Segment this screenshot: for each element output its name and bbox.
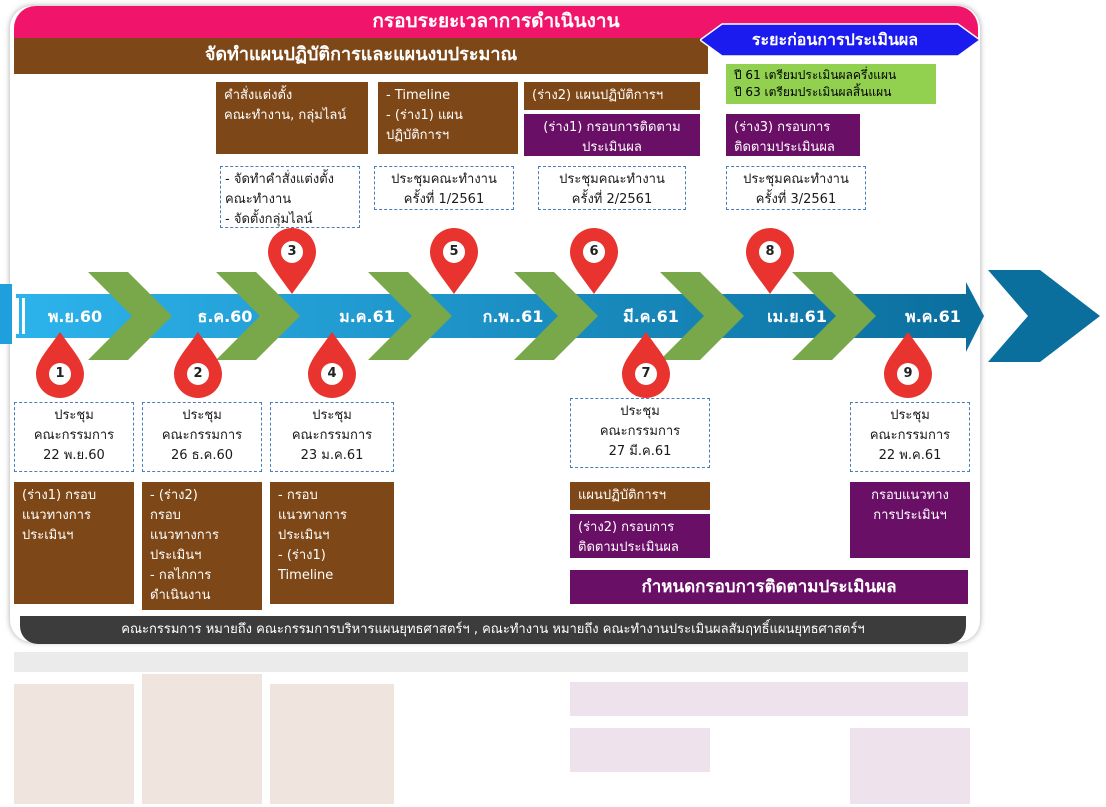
chevrons bbox=[88, 272, 876, 360]
timeline-band bbox=[0, 270, 1100, 362]
plan-bar: จัดทำแผนปฏิบัติการและแผนงบประมาณ bbox=[14, 38, 708, 74]
meeting-2-box: ประชุม คณะกรรมการ 26 ธ.ค.60 bbox=[142, 402, 262, 472]
month-mar61: มี.ค.61 bbox=[623, 307, 679, 326]
pin-3-number: 3 bbox=[281, 241, 303, 263]
pin-1-number: 1 bbox=[49, 363, 71, 385]
define-monitoring-framework: กำหนดกรอบการติดตามประเมินผล bbox=[570, 570, 968, 604]
meeting-9-box: ประชุม คณะกรรมการ 22 พ.ค.61 bbox=[850, 402, 970, 472]
draft1-guideline-box: (ร่าง1) กรอบ แนวทางการ ประเมินฯ bbox=[14, 482, 134, 604]
pin-5-number: 5 bbox=[443, 241, 465, 263]
action-plan-box: แผนปฏิบัติการฯ bbox=[570, 482, 710, 510]
meeting-3-box: - จัดทำคำสั่งแต่งตั้ง คณะทำงาน - จัดตั้ง… bbox=[220, 166, 360, 228]
pin-2-number: 2 bbox=[187, 363, 209, 385]
order-box: คำสั่งแต่งตั้ง คณะทำงาน, กลุ่มไลน์ bbox=[216, 82, 368, 154]
draft2-guideline-box: - (ร่าง2) กรอบ แนวทางการ ประเมินฯ - กลไก… bbox=[142, 482, 262, 610]
month-feb61: ก.พ..61 bbox=[482, 307, 544, 326]
meeting-7-box: ประชุม คณะกรรมการ 27 มี.ค.61 bbox=[570, 398, 710, 468]
pin-8-number: 8 bbox=[759, 241, 781, 263]
green-note: ปี 61 เตรียมประเมินผลครึ่งแผน ปี 63 เตรี… bbox=[726, 64, 936, 104]
pre-evaluation-arrow bbox=[700, 23, 980, 57]
pin-7-number: 7 bbox=[635, 363, 657, 385]
draft3-framework-box: (ร่าง3) กรอบการ ติดตามประเมินผล bbox=[726, 114, 860, 156]
footer-note: คณะกรรมการ หมายถึง คณะกรรมการบริหารแผนยุ… bbox=[20, 616, 966, 644]
month-apr61: เม.ย.61 bbox=[767, 307, 827, 326]
meeting-6-box: ประชุมคณะทำงาน ครั้งที่ 2/2561 bbox=[538, 166, 686, 210]
draft1-framework-box: (ร่าง1) กรอบการติดตาม ประเมินผล bbox=[524, 114, 700, 156]
draft2-plan-box: (ร่าง2) แผนปฏิบัติการฯ bbox=[524, 82, 700, 110]
meeting-1-box: ประชุม คณะกรรมการ 22 พ.ย.60 bbox=[14, 402, 134, 472]
guideline-timeline-box: - กรอบ แนวทางการ ประเมินฯ - (ร่าง1) Time… bbox=[270, 482, 394, 604]
pin-6-number: 6 bbox=[583, 241, 605, 263]
month-jan61: ม.ค.61 bbox=[339, 307, 395, 326]
guideline-final-box: กรอบแนวทาง การประเมินฯ bbox=[850, 482, 970, 558]
meeting-5-box: ประชุมคณะทำงาน ครั้งที่ 1/2561 bbox=[374, 166, 514, 210]
month-may61: พ.ค.61 bbox=[905, 307, 961, 326]
meeting-4-box: ประชุม คณะกรรมการ 23 ม.ค.61 bbox=[270, 402, 394, 472]
reflection bbox=[14, 652, 970, 804]
timeline-draft-box: - Timeline - (ร่าง1) แผน ปฏิบัติการฯ bbox=[378, 82, 518, 154]
month-nov60: พ.ย.60 bbox=[47, 307, 103, 326]
meeting-8-box: ประชุมคณะทำงาน ครั้งที่ 3/2561 bbox=[726, 166, 866, 210]
pin-4-number: 4 bbox=[321, 363, 343, 385]
pre-evaluation-label: ระยะก่อนการประเมินผล bbox=[751, 30, 919, 49]
month-dec60: ธ.ค.60 bbox=[197, 307, 253, 326]
draft2-monitoring-box: (ร่าง2) กรอบการ ติดตามประเมินผล bbox=[570, 514, 710, 558]
pin-9-number: 9 bbox=[897, 363, 919, 385]
